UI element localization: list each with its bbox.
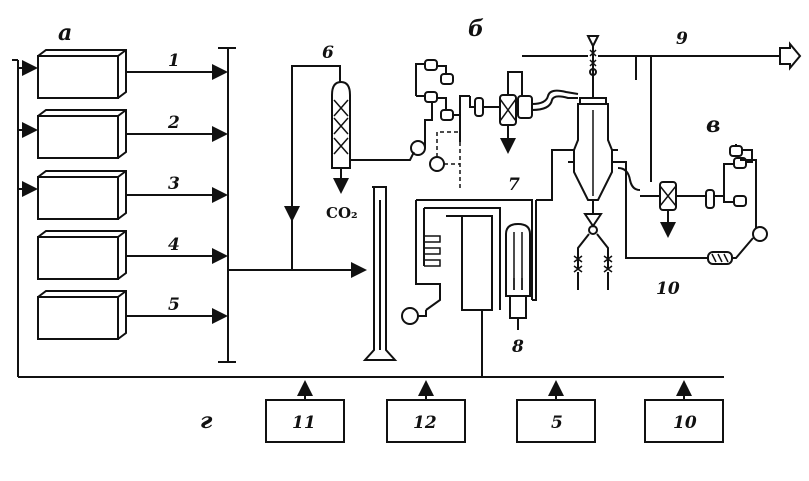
feed-line-9 bbox=[598, 41, 802, 182]
unit-box-10-bottom bbox=[644, 399, 724, 443]
line-label-7: 7 bbox=[508, 175, 520, 195]
reactor-cyclone bbox=[532, 35, 710, 301]
line-label-2: 2 bbox=[167, 113, 180, 133]
section-label-a: а bbox=[58, 20, 72, 46]
line-label-10: 10 bbox=[656, 279, 680, 299]
line-label-8: 8 bbox=[511, 337, 524, 357]
section-label-b: б bbox=[468, 16, 484, 42]
section-v-recovery bbox=[617, 144, 768, 265]
unit-block-2 bbox=[37, 109, 127, 159]
line-label-1: 1 bbox=[168, 51, 180, 71]
bottom-bus bbox=[18, 376, 724, 443]
box-label-11: 11 bbox=[292, 413, 316, 433]
stripping-column bbox=[362, 186, 398, 361]
line-label-6: 6 bbox=[322, 43, 334, 63]
line-label-5: 5 bbox=[168, 295, 180, 315]
box-label-12: 12 bbox=[413, 413, 437, 433]
co2-label: CO₂ bbox=[326, 204, 358, 222]
unit-block-1 bbox=[37, 49, 127, 99]
unit-block-4 bbox=[37, 230, 127, 280]
unit-box-5-bottom bbox=[516, 399, 596, 443]
line-label-3: 3 bbox=[168, 174, 180, 194]
feed-vessels bbox=[415, 59, 484, 190]
line-label-4: 4 bbox=[168, 235, 180, 255]
section-label-g: г bbox=[200, 408, 213, 434]
box-label-10: 10 bbox=[673, 413, 697, 433]
absorber-column-6 bbox=[284, 65, 433, 270]
unit-box-12 bbox=[386, 399, 466, 443]
line-label-9: 9 bbox=[676, 29, 688, 49]
burner-8 bbox=[505, 222, 531, 330]
unit-block-3 bbox=[37, 170, 127, 220]
box-label-5: 5 bbox=[551, 413, 563, 433]
section-a-units bbox=[12, 47, 367, 377]
section-label-v: в bbox=[706, 112, 720, 138]
unit-block-5 bbox=[37, 290, 127, 340]
furnace-7 bbox=[401, 199, 533, 377]
heat-exchanger-top bbox=[483, 55, 588, 154]
unit-box-11 bbox=[265, 399, 345, 443]
